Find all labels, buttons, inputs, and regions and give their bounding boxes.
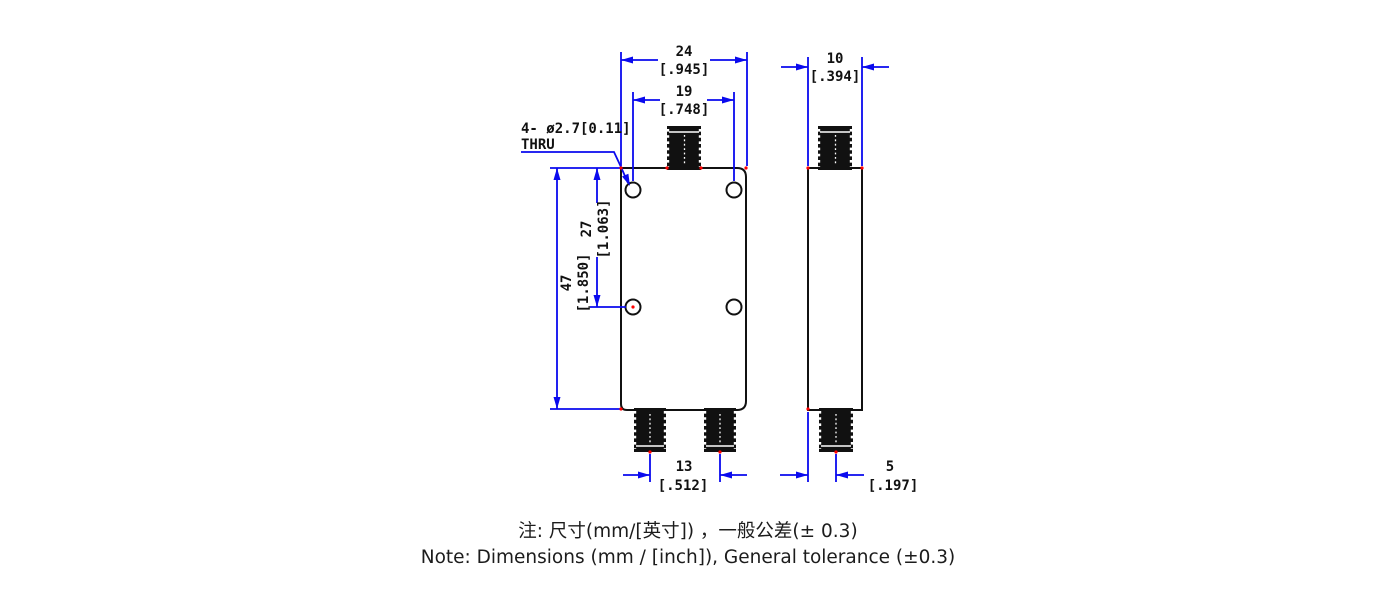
side-top-connector bbox=[817, 126, 853, 170]
dim-label-mm: 24 bbox=[676, 44, 693, 60]
dimension-lines bbox=[550, 167, 620, 410]
corner-marker bbox=[619, 407, 623, 411]
mounting-hole-bottom-right bbox=[725, 298, 743, 316]
mounting-hole-top-right bbox=[725, 181, 743, 199]
side-view bbox=[807, 126, 863, 452]
front-bottom-connector-left bbox=[633, 408, 667, 452]
connector-threads bbox=[633, 411, 667, 449]
dim-label-group: 27 [1.063] bbox=[579, 199, 612, 258]
arrowhead-right bbox=[735, 56, 747, 64]
dim-label-mm: 27 bbox=[579, 221, 595, 238]
dimension-lines bbox=[781, 57, 889, 166]
dim-output-spacing: 13 [.512] bbox=[623, 454, 747, 494]
leader-line bbox=[521, 151, 629, 184]
arrowhead-right bbox=[862, 63, 874, 71]
arrowhead-left bbox=[638, 471, 650, 479]
dimension-lines bbox=[620, 52, 748, 166]
notes-block: 注: 尺寸(mm/[英寸]) ，一般公差(± 0.3) Note: Dimens… bbox=[0, 519, 1388, 571]
leader-arrowhead bbox=[622, 173, 630, 186]
connector-threads bbox=[818, 411, 854, 449]
dim-body-height: 47 [1.850] bbox=[550, 167, 620, 410]
callout-line2: THRU bbox=[521, 137, 555, 153]
arrowhead-bottom bbox=[553, 397, 561, 409]
connector-threads bbox=[817, 129, 853, 167]
arrowhead-top bbox=[593, 168, 601, 180]
corner-marker bbox=[744, 166, 748, 170]
dimension-lines bbox=[780, 412, 864, 482]
front-top-connector bbox=[666, 126, 702, 170]
corner-marker bbox=[699, 166, 703, 170]
front-bottom-connector-right bbox=[703, 408, 737, 452]
dim-label-inch: [.945] bbox=[659, 62, 710, 78]
side-body-outline bbox=[807, 167, 863, 411]
dim-hole-height: 27 [1.063] bbox=[579, 168, 626, 308]
arrowhead-right bbox=[836, 471, 848, 479]
corner-marker bbox=[631, 305, 635, 309]
mounting-hole-top-left bbox=[624, 181, 642, 199]
corner-marker bbox=[665, 166, 669, 170]
connector-threads bbox=[703, 411, 737, 449]
arrowhead-right bbox=[720, 471, 732, 479]
dimension-lines bbox=[632, 92, 735, 181]
corner-marker bbox=[648, 450, 652, 454]
dim-body-depth: 10 [.394] bbox=[781, 51, 889, 166]
arrowhead-top bbox=[553, 168, 561, 180]
note-line-en: Note: Dimensions (mm / [inch]), General … bbox=[420, 547, 956, 568]
corner-marker bbox=[860, 166, 864, 170]
dim-label-inch: [.512] bbox=[658, 478, 709, 494]
dim-label-inch: [1.850] bbox=[576, 253, 592, 312]
arrowhead-bottom bbox=[593, 295, 601, 307]
dim-label-inch: [.394] bbox=[810, 69, 861, 85]
corner-markers bbox=[619, 166, 864, 454]
front-view bbox=[620, 126, 747, 452]
arrowhead-left bbox=[796, 63, 808, 71]
dim-label-inch: [1.063] bbox=[596, 199, 612, 258]
arrowhead-left bbox=[633, 96, 645, 104]
connector-threads bbox=[666, 129, 702, 167]
dimension-lines bbox=[623, 454, 747, 482]
corner-marker bbox=[834, 450, 838, 454]
dim-label-mm: 10 bbox=[827, 51, 844, 67]
front-body-outline bbox=[620, 167, 747, 411]
arrowhead-right bbox=[722, 96, 734, 104]
dim-label-inch: [.748] bbox=[659, 102, 710, 118]
dim-label-mm: 13 bbox=[676, 459, 693, 475]
arrowhead-left bbox=[796, 471, 808, 479]
arrowhead-left bbox=[621, 56, 633, 64]
side-bottom-connector bbox=[818, 408, 854, 452]
dim-side-offset: 5 [.197] bbox=[780, 412, 918, 494]
dim-label-mm: 47 bbox=[559, 275, 575, 292]
holes-callout: 4- ø2.7[0.11] THRU bbox=[521, 121, 631, 186]
callout-line1: 4- ø2.7[0.11] bbox=[521, 121, 631, 137]
dim-label-group: 47 [1.850] bbox=[559, 253, 592, 312]
corner-marker bbox=[806, 407, 810, 411]
dim-label-inch: [.197] bbox=[868, 478, 919, 494]
corner-marker bbox=[718, 450, 722, 454]
dim-hole-span: 19 [.748] bbox=[632, 84, 735, 181]
corner-marker bbox=[619, 166, 623, 170]
dim-label-mm: 5 bbox=[886, 459, 894, 475]
corner-marker bbox=[806, 166, 810, 170]
note-line-zh: 注: 尺寸(mm/[英寸]) ，一般公差(± 0.3) bbox=[518, 521, 858, 542]
dim-label-mm: 19 bbox=[676, 84, 693, 100]
dim-body-width: 24 [.945] bbox=[620, 44, 748, 166]
